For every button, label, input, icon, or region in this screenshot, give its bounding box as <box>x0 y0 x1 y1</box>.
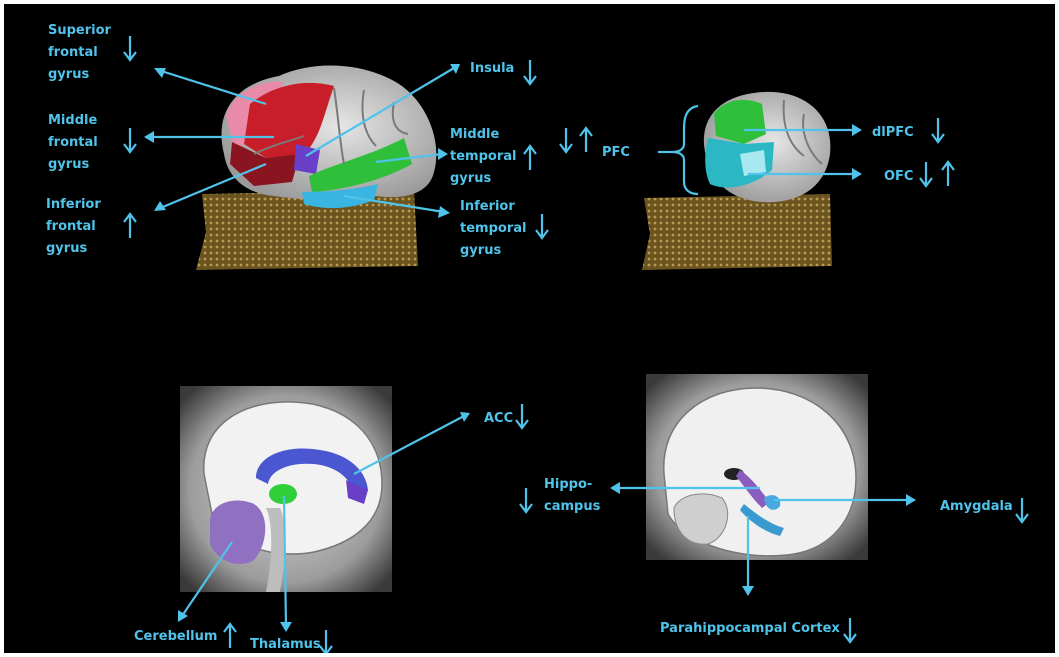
indicator-dlpfc-glyph <box>932 118 944 142</box>
arrow-head-cerebellum <box>178 610 188 622</box>
indicator-amygdala <box>1016 498 1028 522</box>
label-cerebellum: Cerebellum <box>134 629 217 644</box>
indicator-hippocampus-glyph <box>520 488 532 512</box>
indicator-parahippocampal-glyph <box>844 618 856 642</box>
indicator-inferior-temporal-glyph <box>536 214 548 238</box>
arrow-head-inferior-temporal <box>438 206 450 218</box>
label-middle-frontal-line1: Middle <box>48 113 97 128</box>
figure-canvas: Superior frontal gyrus Middle frontal gy… <box>4 4 1055 653</box>
indicator-middle-temporal <box>524 146 536 170</box>
label-superior-frontal-line1: Superior <box>48 23 112 38</box>
indicator-pfc-2-glyph <box>580 128 592 152</box>
label-middle-frontal-line3: gyrus <box>48 157 89 172</box>
indicator-middle-frontal-glyph <box>124 128 136 152</box>
dlpfc-region <box>714 100 766 144</box>
indicator-acc-glyph <box>516 404 528 428</box>
label-middle-temporal: Middle temporal gyrus <box>450 127 521 186</box>
indicator-cerebellum <box>224 624 236 648</box>
label-insula: Insula <box>470 61 514 76</box>
arrow-head-parahippocampal <box>742 586 754 596</box>
figure-svg: Superior frontal gyrus Middle frontal gy… <box>4 4 1055 653</box>
cerebellum-region <box>210 501 265 564</box>
indicator-middle-temporal-glyph <box>524 146 536 170</box>
label-inferior-temporal: Inferior temporal gyrus <box>460 199 531 258</box>
indicator-ofc-1 <box>920 162 932 186</box>
label-middle-temporal-line2: temporal <box>450 149 516 164</box>
indicator-pfc-1 <box>560 128 572 152</box>
indicator-inferior-temporal <box>536 214 548 238</box>
indicator-superior-frontal-glyph <box>124 36 136 60</box>
indicator-thalamus-glyph <box>320 630 332 653</box>
label-inferior-frontal-line3: gyrus <box>46 241 87 256</box>
arrow-head-dlpfc <box>852 124 862 136</box>
indicator-thalamus <box>320 630 332 653</box>
indicator-inferior-frontal-glyph <box>124 214 136 238</box>
arrow-head-amygdala <box>906 494 916 506</box>
arrow-head-thalamus <box>280 622 292 632</box>
label-inferior-temporal-line1: Inferior <box>460 199 515 214</box>
label-hippocampus-line2: campus <box>544 499 601 514</box>
indicator-acc <box>516 404 528 428</box>
indicator-hippocampus <box>520 488 532 512</box>
indicator-amygdala-glyph <box>1016 498 1028 522</box>
medial-temporal-panel <box>646 374 868 560</box>
pfc-bracket <box>672 106 698 194</box>
indicator-inferior-frontal <box>124 214 136 238</box>
indicator-pfc-1-glyph <box>560 128 572 152</box>
label-middle-frontal-line2: frontal <box>48 135 98 150</box>
label-inferior-frontal-line1: Inferior <box>46 197 101 212</box>
label-hippocampus: Hippo- campus <box>544 477 601 514</box>
label-inferior-temporal-line2: temporal <box>460 221 526 236</box>
label-middle-temporal-line3: gyrus <box>450 171 491 186</box>
label-middle-temporal-line1: Middle <box>450 127 499 142</box>
label-ofc: OFC <box>884 169 913 184</box>
label-parahippocampal: Parahippocampal Cortex <box>660 621 840 636</box>
indicator-ofc-2 <box>942 162 954 186</box>
mesh-block-2 <box>642 194 832 270</box>
prefrontal-panel <box>642 92 832 270</box>
arrow-head-middle-frontal <box>144 131 154 143</box>
lateral-cortex-panel <box>196 66 436 270</box>
indicator-insula-glyph <box>524 60 536 84</box>
label-superior-frontal: Superior frontal gyrus <box>48 23 115 82</box>
label-superior-frontal-line3: gyrus <box>48 67 89 82</box>
indicator-superior-frontal <box>124 36 136 60</box>
label-dlpfc: dlPFC <box>872 125 914 140</box>
label-acc: ACC <box>484 411 513 426</box>
indicator-middle-frontal <box>124 128 136 152</box>
arrow-head-hippocampus <box>610 482 620 494</box>
arrow-head-ofc <box>852 168 862 180</box>
label-inferior-frontal: Inferior frontal gyrus <box>46 197 105 256</box>
label-middle-frontal: Middle frontal gyrus <box>48 113 102 172</box>
label-inferior-frontal-line2: frontal <box>46 219 96 234</box>
label-superior-frontal-line2: frontal <box>48 45 98 60</box>
label-thalamus: Thalamus <box>250 637 321 652</box>
ofc-light <box>740 150 766 176</box>
arrow-head-middle-temporal <box>438 148 448 160</box>
label-amygdala: Amygdala <box>940 499 1013 514</box>
label-pfc: PFC <box>602 145 630 160</box>
indicator-insula <box>524 60 536 84</box>
indicator-ofc-1-glyph <box>920 162 932 186</box>
indicator-parahippocampal <box>844 618 856 642</box>
indicator-pfc-2 <box>580 128 592 152</box>
indicator-ofc-2-glyph <box>942 162 954 186</box>
indicator-cerebellum-glyph <box>224 624 236 648</box>
label-inferior-temporal-line3: gyrus <box>460 243 501 258</box>
label-hippocampus-line1: Hippo- <box>544 477 592 492</box>
indicator-dlpfc <box>932 118 944 142</box>
